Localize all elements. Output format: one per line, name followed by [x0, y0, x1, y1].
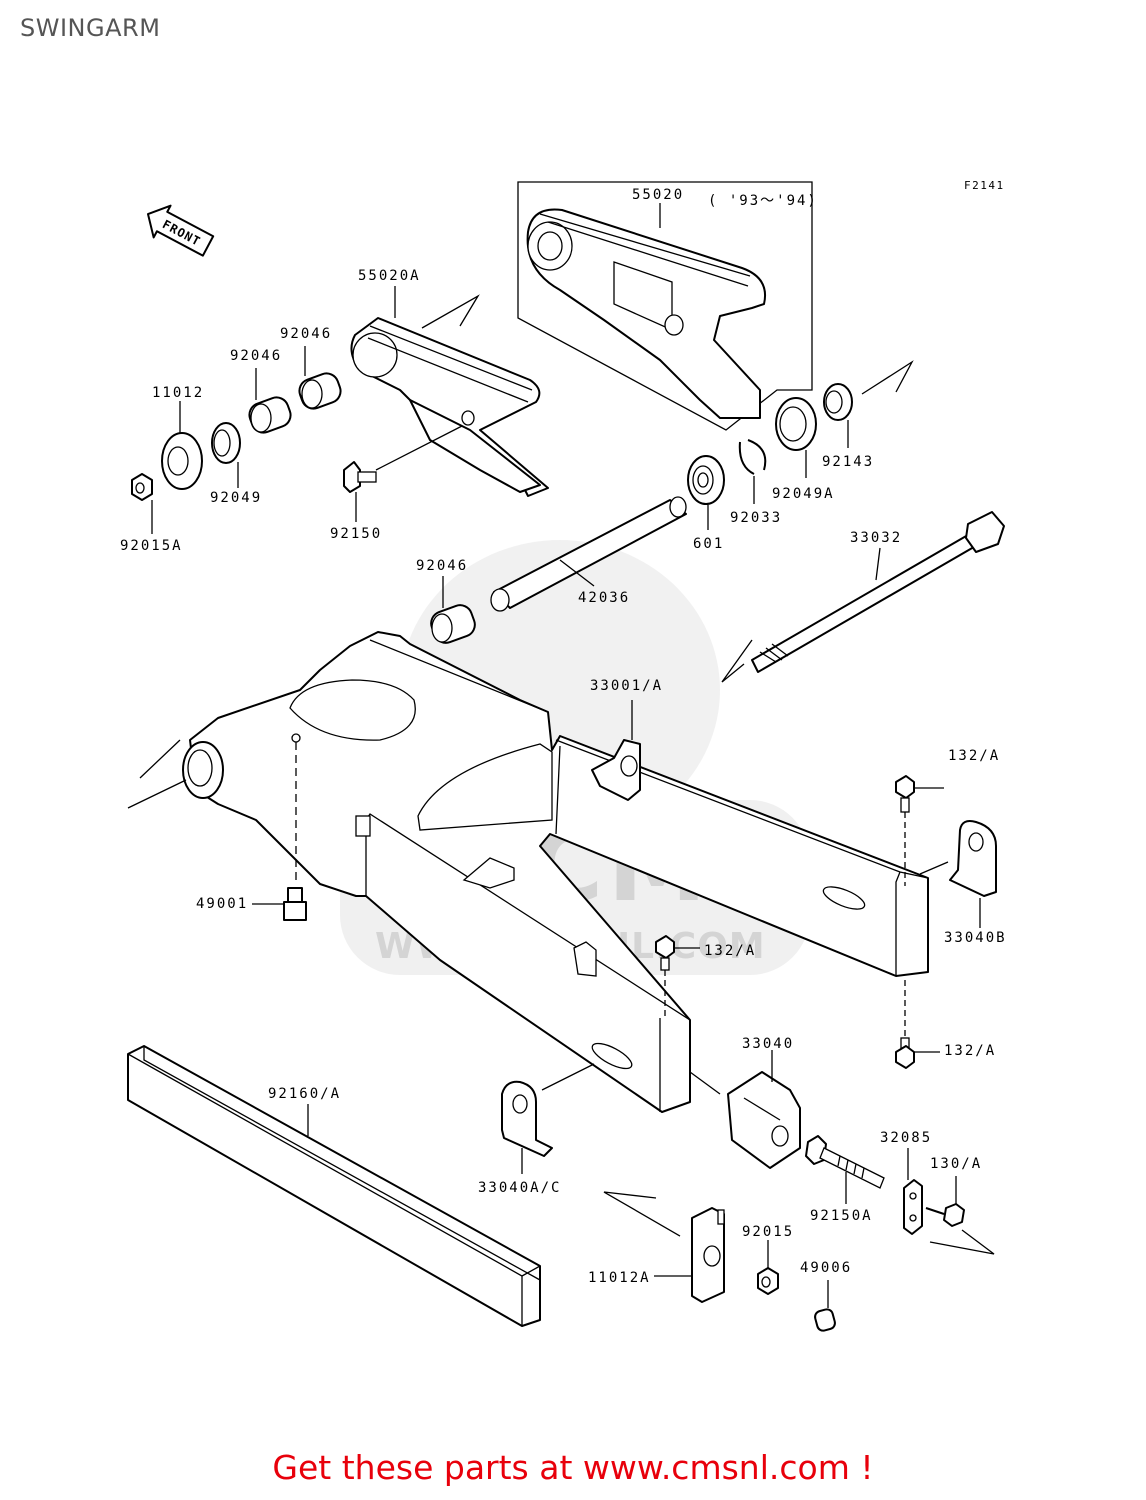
sleeve-42036 — [490, 496, 687, 612]
front-arrow-icon: FRONT — [146, 204, 215, 257]
bracket-33001a — [591, 700, 641, 801]
chain-slipper-92160a — [127, 1045, 541, 1327]
part-label-11012: 11012 — [152, 385, 204, 401]
part-label-92046-low: 92046 — [416, 558, 468, 574]
part-label-92160a: 92160/A — [268, 1086, 341, 1102]
part-label-92150: 92150 — [330, 526, 382, 542]
plate-32085 — [903, 1148, 995, 1255]
part-label-92049: 92049 — [210, 490, 262, 506]
part-label-92049a: 92049A — [772, 486, 835, 502]
part-label-55020: 55020 — [632, 187, 684, 203]
part-label-33001a: 33001/A — [590, 678, 663, 694]
adjusting-bolt-92150a — [805, 1135, 885, 1204]
page-title: SWINGARM — [20, 14, 161, 42]
part-label-32085: 32085 — [880, 1130, 932, 1146]
footer-parts-link[interactable]: Get these parts at www.cmsnl.com ! — [272, 1448, 874, 1487]
bushing-92046-mid — [248, 368, 292, 434]
part-label-601: 601 — [693, 536, 724, 552]
circlip-92033 — [738, 439, 767, 504]
part-label-132a-lower: 132/A — [944, 1043, 996, 1059]
adjuster-block-33040 — [689, 1050, 801, 1169]
part-label-92143: 92143 — [822, 454, 874, 470]
seal-92049a — [775, 397, 817, 478]
part-label-49006: 49006 — [800, 1260, 852, 1276]
bolt-132a-lower — [895, 980, 940, 1069]
bracket-33040ac — [501, 1063, 595, 1174]
cap-49006 — [814, 1280, 836, 1332]
part-label-55020a: 55020A — [358, 268, 421, 284]
bolt-92150 — [343, 425, 463, 522]
part-label-130a: 130/A — [930, 1156, 982, 1172]
swingarm-parts-diagram: CMS WWW.CMSNL.COM F2141 FRONT 55020 ( '9… — [120, 179, 1007, 1332]
part-label-132a-upper: 132/A — [948, 748, 1000, 764]
bolt-132a-middle — [655, 935, 700, 1020]
swingarm-body — [127, 631, 929, 1113]
part-label-92046-mid: 92046 — [230, 348, 282, 364]
part-label-49001: 49001 — [196, 896, 248, 912]
figure-code: F2141 — [964, 179, 1005, 192]
part-label-11012a: 11012A — [588, 1270, 651, 1286]
part-label-92015a: 92015A — [120, 538, 183, 554]
grease-nipple-49001 — [252, 887, 307, 921]
part-label-33032: 33032 — [850, 530, 902, 546]
chain-guard-55020a — [350, 286, 549, 497]
pivot-shaft-33032 — [721, 511, 1005, 683]
part-label-42036: 42036 — [578, 590, 630, 606]
bushing-92046-low — [430, 576, 476, 644]
bearing-601 — [687, 455, 725, 530]
bolt-130a — [925, 1176, 965, 1227]
seal-92049 — [211, 422, 241, 488]
inset-years-label: ( '93～'94) — [708, 193, 818, 209]
bolt-132a-upper — [895, 775, 944, 886]
nut-92015a — [131, 473, 153, 534]
part-label-33040ac: 33040A/C — [478, 1180, 561, 1196]
nut-92015 — [757, 1240, 779, 1295]
part-label-92015: 92015 — [742, 1224, 794, 1240]
part-label-92150a: 92150A — [810, 1208, 873, 1224]
bushing-92046-top — [298, 346, 342, 410]
collar-11012 — [161, 401, 203, 490]
part-label-33040: 33040 — [742, 1036, 794, 1052]
collar-92143 — [823, 360, 914, 448]
part-label-92033: 92033 — [730, 510, 782, 526]
part-label-33040b: 33040B — [944, 930, 1007, 946]
plate-11012a — [603, 1191, 725, 1303]
inset-55020 — [517, 181, 813, 431]
part-label-132a-middle: 132/A — [704, 943, 756, 959]
bracket-33040b — [919, 820, 997, 928]
part-label-92046-top: 92046 — [280, 326, 332, 342]
